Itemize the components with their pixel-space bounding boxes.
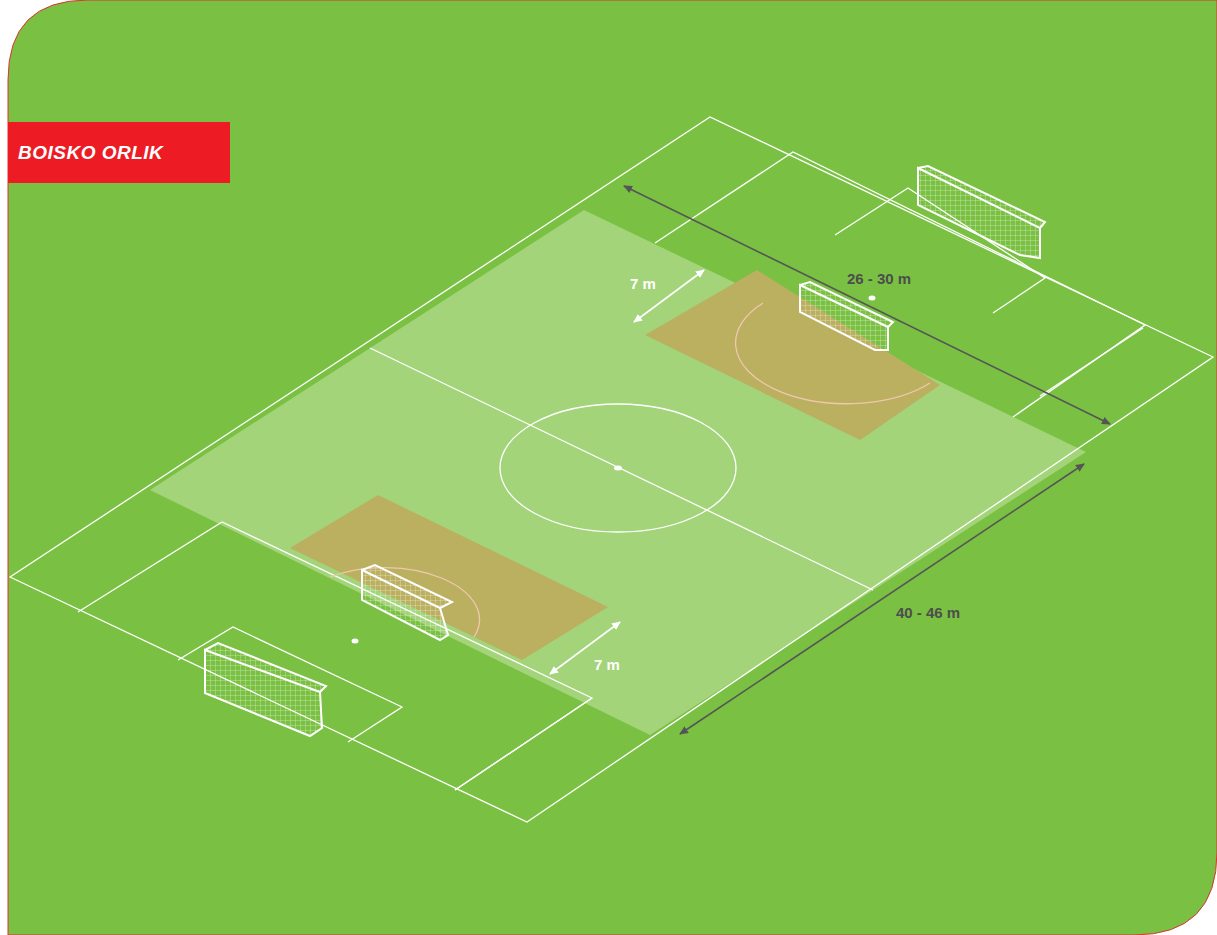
dimension-label: 40 - 46 m xyxy=(896,604,960,621)
dimension-line xyxy=(550,186,1110,734)
orlik-field xyxy=(150,210,1086,735)
dimension-label: 26 - 30 m xyxy=(847,270,911,287)
title-banner: BOISKO ORLIK xyxy=(8,122,230,183)
goal xyxy=(205,166,1045,736)
pitch-lines xyxy=(10,117,1213,822)
background-panel xyxy=(8,0,1217,935)
penalty-zone xyxy=(645,270,940,440)
dimension-label: 7 m xyxy=(630,275,656,292)
dimension-label: 7 m xyxy=(594,656,620,673)
